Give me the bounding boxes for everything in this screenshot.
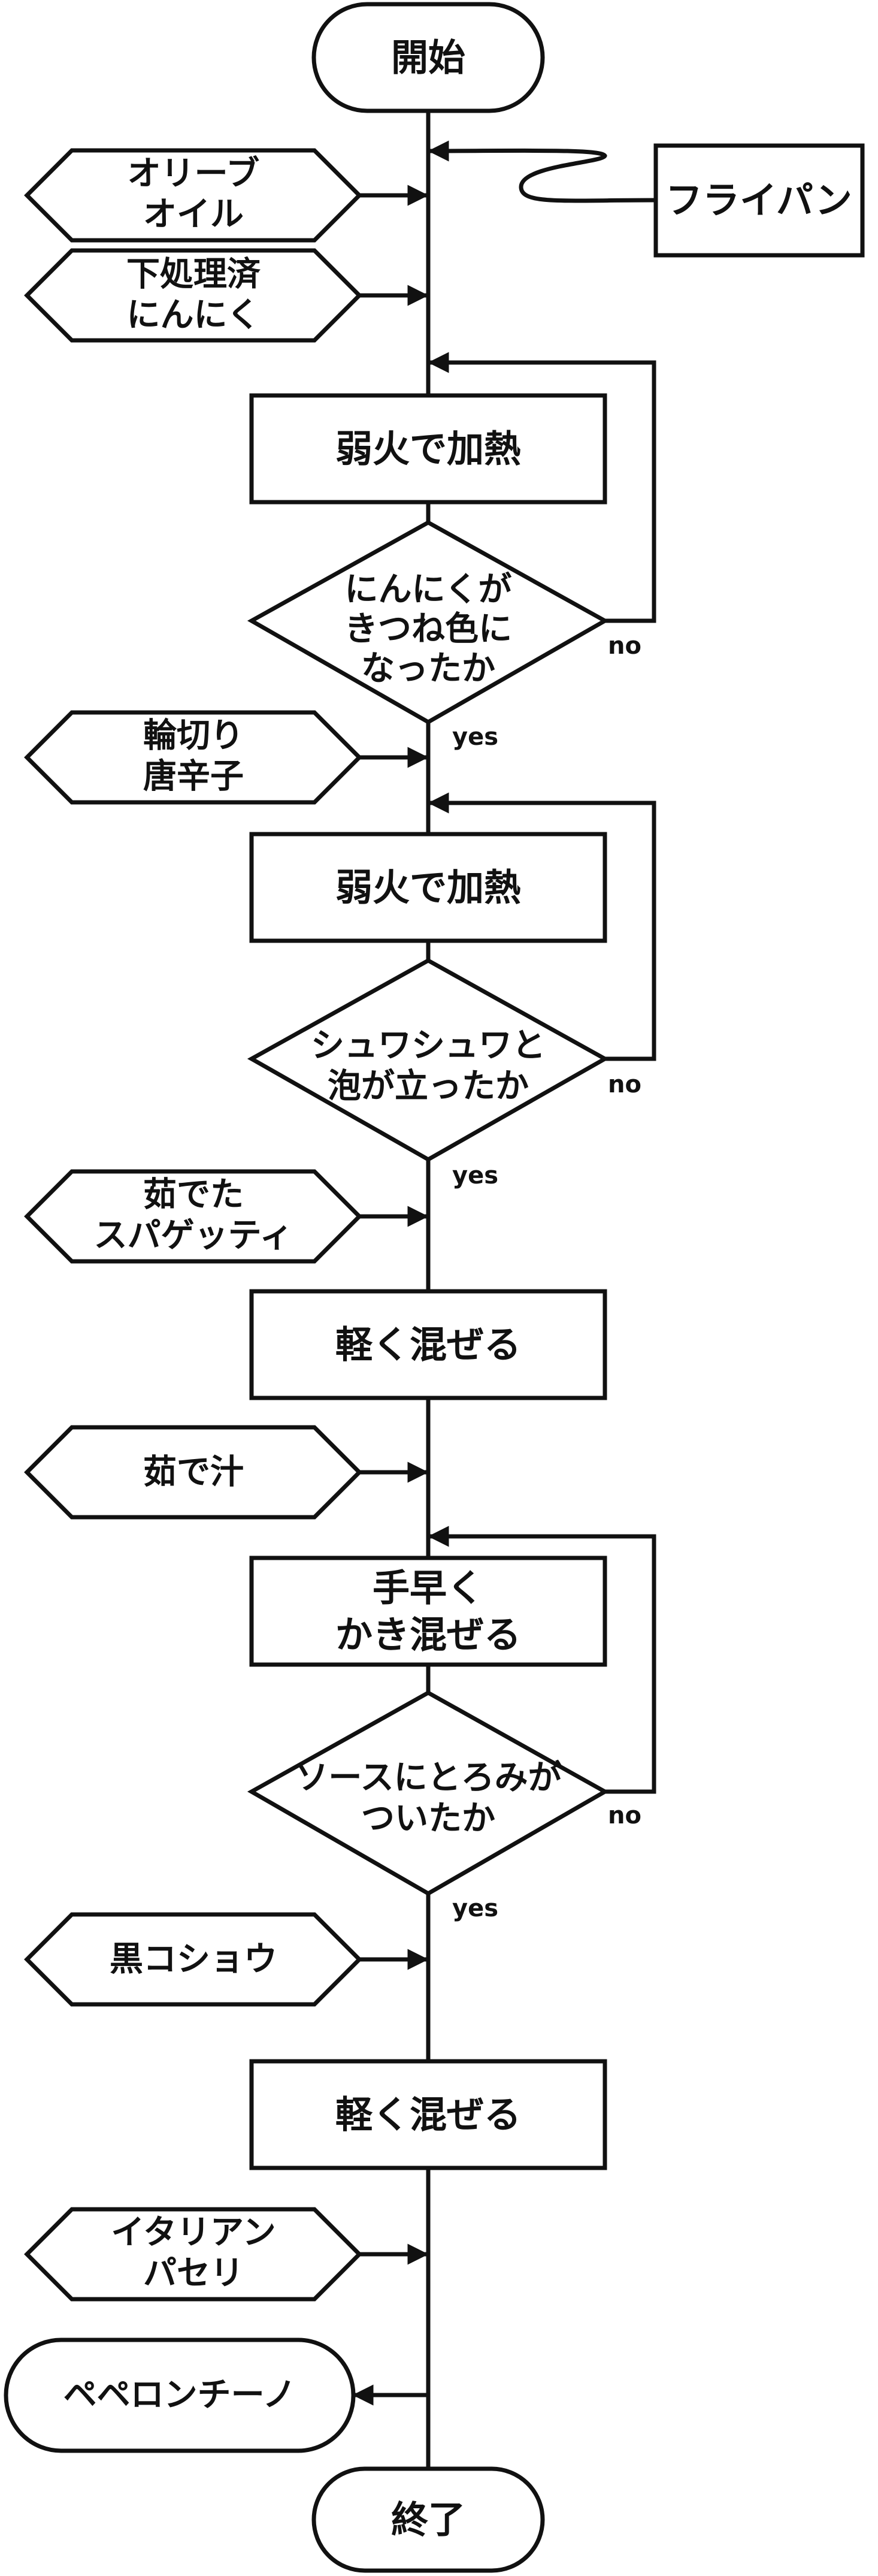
decision-bubbles: シュワシュワと 泡が立ったか [247,958,610,1162]
no-label-bubbles: no [608,1071,641,1098]
input-garlic: 下処理済 にんにく [24,248,362,343]
parsley-line-2: パセリ [143,2254,244,2293]
process-mix-2: 軽く混ぜる [249,2059,607,2170]
heat-1-label: 弱火で加熱 [335,427,521,471]
input-black-pepper: 黒コショウ [24,1912,362,2007]
pasta-water-label: 茹で汁 [143,1453,244,1492]
sauce-thick-line-2: ついたか [361,1799,495,1838]
garlic-color-line-2: きつね色に [344,610,512,649]
bubbles-line-1: シュワシュワと [311,1026,546,1065]
dish-label: ペペロンチーノ [63,2376,296,2415]
garlic-line-1: 下処理済 [126,255,261,294]
garlic-color-line-3: なったか [361,650,495,688]
spaghetti-line-1: 茹でた [143,1176,244,1215]
decision-garlic-color: にんにくが きつね色に なったか [247,520,610,725]
chili-line-2: 唐辛子 [143,757,244,796]
no-label-garlic: no [608,632,641,660]
loop-sauce-thick [428,1526,656,1794]
process-heat-1: 弱火で加熱 [249,393,607,505]
mix-1-label: 軽く混ぜる [335,1323,521,1367]
input-spaghetti: 茹でた スパゲッティ [24,1169,362,1264]
garlic-line-2: にんにく [127,296,261,335]
process-heat-2: 弱火で加熱 [249,832,607,943]
start-label: 開始 [391,36,465,80]
mix-fast-line-1: 手早く [373,1566,484,1610]
yes-label-garlic: yes [452,723,498,751]
black-pepper-label: 黒コショウ [110,1940,277,1979]
end-label: 終了 [391,2498,465,2542]
end-terminal: 終了 [311,2466,545,2573]
heat-2-label: 弱火で加熱 [335,866,521,910]
loop-garlic-color [428,352,656,623]
olive-oil-line-2: オイル [143,195,244,234]
output-dish: ペペロンチーノ [4,2338,356,2453]
decision-sauce-thick: ソースにとろみが ついたか [247,1690,610,1896]
bubbles-line-2: 泡が立ったか [328,1067,529,1106]
yes-label-bubbles: yes [452,1162,498,1189]
pan-label: フライパン [665,179,852,222]
sauce-thick-line-1: ソースにとろみが [295,1759,561,1798]
parsley-line-1: イタリアン [111,2213,276,2252]
pan-connector [428,140,656,203]
input-parsley: イタリアン パセリ [24,2207,362,2302]
pan-box: フライパン [653,143,865,258]
mix-2-label: 軽く混ぜる [335,2093,521,2137]
input-chili: 輪切り 唐辛子 [24,710,362,805]
chili-line-1: 輪切り [143,717,244,756]
spaghetti-line-2: スパゲッティ [94,1216,293,1255]
olive-oil-line-1: オリーブ [128,155,260,194]
process-mix-fast: 手早く かき混ぜる [249,1556,607,1667]
process-mix-1: 軽く混ぜる [249,1289,607,1400]
input-olive-oil: オリーブ オイル [24,148,362,243]
yes-label-sauce: yes [452,1895,498,1922]
input-pasta-water: 茹で汁 [24,1425,362,1520]
mix-fast-line-2: かき混ぜる [335,1613,521,1657]
no-label-sauce: no [608,1802,641,1829]
start-terminal: 開始 [311,2,545,113]
garlic-color-line-1: にんにくが [345,570,512,609]
loop-bubbles [428,792,656,1061]
